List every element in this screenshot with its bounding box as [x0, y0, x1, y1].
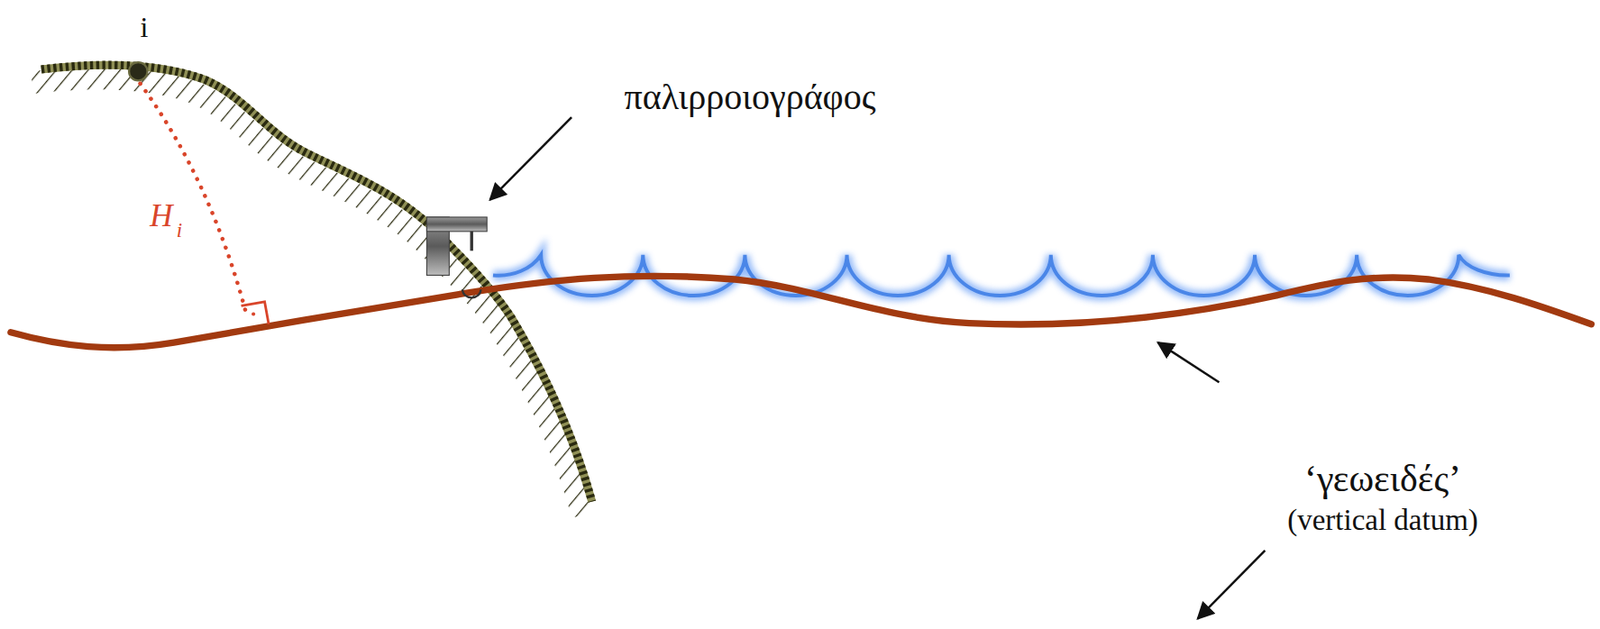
height-symbol: H: [149, 199, 173, 235]
datum-label: (vertical datum): [1287, 503, 1479, 537]
leader-arrow: [490, 117, 573, 201]
leader-arrow: [1158, 342, 1220, 383]
leader-arrow: [1197, 550, 1266, 620]
point-marker: [128, 62, 147, 81]
point-label: i: [140, 11, 149, 44]
geoid-curve: [10, 275, 1591, 348]
height-line: [140, 83, 247, 311]
right-angle-dot: [251, 311, 256, 316]
tide-gauge-symbol: [426, 217, 487, 298]
right-angle-mark: [241, 301, 270, 325]
height-subscript: i: [176, 219, 183, 242]
geoid-label: ‘γεωειδές’: [1304, 457, 1462, 500]
tide-gauge-label: παλιρροιογράφος: [623, 77, 876, 118]
